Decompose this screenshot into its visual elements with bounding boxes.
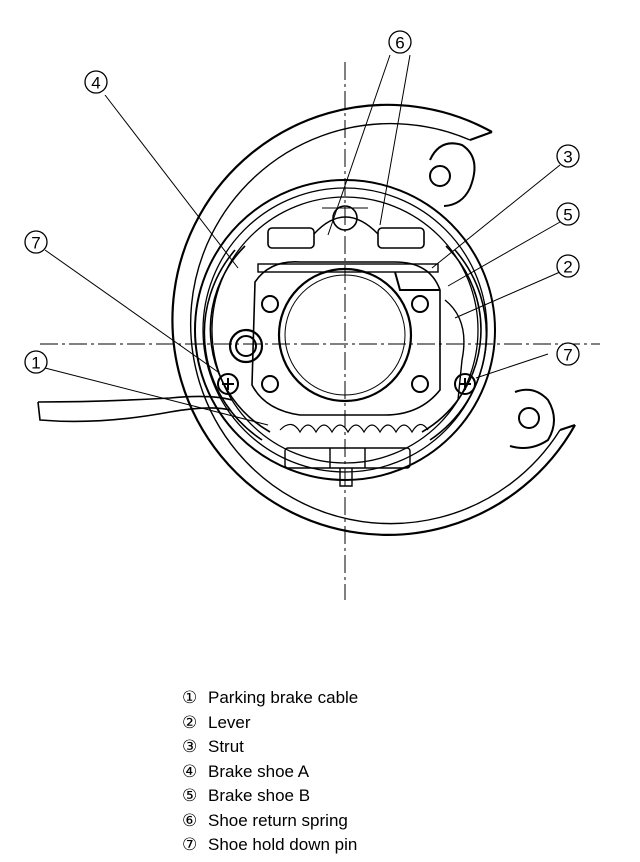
parking-brake-cable <box>37 395 233 423</box>
legend-label: Strut <box>208 737 244 756</box>
callout-2-circle <box>556 254 580 278</box>
callout-6-number: 6 <box>395 34 404 53</box>
legend-marker: ⑦ <box>182 835 198 854</box>
brake-shoes <box>203 245 488 441</box>
callout-6-circle <box>388 30 412 54</box>
callout-4-number: 4 <box>91 74 100 93</box>
callout-7b-circle <box>556 342 580 366</box>
lower-return-spring <box>279 423 429 434</box>
parts-legend: ① Parking brake cable ② Lever ③ Strut ④ Brak… <box>182 686 358 858</box>
callout-3-number: 3 <box>563 148 572 167</box>
legend-item-shoe-return-spring: ⑥ Shoe return spring <box>182 809 358 834</box>
callout-1-number: 1 <box>31 354 40 373</box>
legend-marker: ④ <box>182 761 198 781</box>
legend-marker: ⑥ <box>182 810 198 830</box>
legend-label: Brake shoe B <box>208 786 311 805</box>
lever <box>444 299 465 401</box>
legend-label: Brake shoe A <box>208 761 310 781</box>
legend-item-strut: ③ Strut <box>182 735 358 760</box>
center-lines <box>40 62 600 600</box>
strut <box>257 263 440 291</box>
legend-marker: ① <box>182 688 198 707</box>
legend-label: Shoe return spring <box>208 810 348 830</box>
backing-plate <box>171 103 576 536</box>
legend-item-brake-shoe-b: ⑤ Brake shoe B <box>182 784 358 809</box>
legend-item-shoe-hold-down-pin: ⑦ Shoe hold down pin <box>182 833 358 858</box>
callout-7a-circle <box>24 230 48 254</box>
legend-marker: ② <box>182 712 198 732</box>
hub-assembly <box>228 261 441 416</box>
callout-1-circle <box>24 350 48 374</box>
callout-2-number: 2 <box>563 258 572 277</box>
callout-5-circle <box>556 202 580 226</box>
legend-label: Lever <box>208 712 251 732</box>
leader-lines <box>44 54 561 426</box>
wheel-cylinder <box>267 205 425 249</box>
legend-item-lever: ② Lever <box>182 711 358 736</box>
callout-4-circle <box>84 70 108 94</box>
callout-7b-number: 7 <box>563 346 572 365</box>
legend-item-parking-brake-cable: ① Parking brake cable <box>182 686 358 711</box>
drum-rings <box>194 179 496 481</box>
brake-assembly-diagram: 6 4 3 5 2 7 7 1 <box>24 30 600 600</box>
legend-label: Shoe hold down pin <box>208 835 358 854</box>
legend-marker: ③ <box>182 737 198 756</box>
lower-anchor <box>284 447 411 487</box>
legend-item-brake-shoe-a: ④ Brake shoe A <box>182 760 358 785</box>
callout-3-circle <box>556 144 580 168</box>
callout-5-number: 5 <box>563 206 572 225</box>
legend-marker: ⑤ <box>182 786 198 805</box>
callout-7a-number: 7 <box>31 234 40 253</box>
legend-label: Parking brake cable <box>208 688 359 707</box>
